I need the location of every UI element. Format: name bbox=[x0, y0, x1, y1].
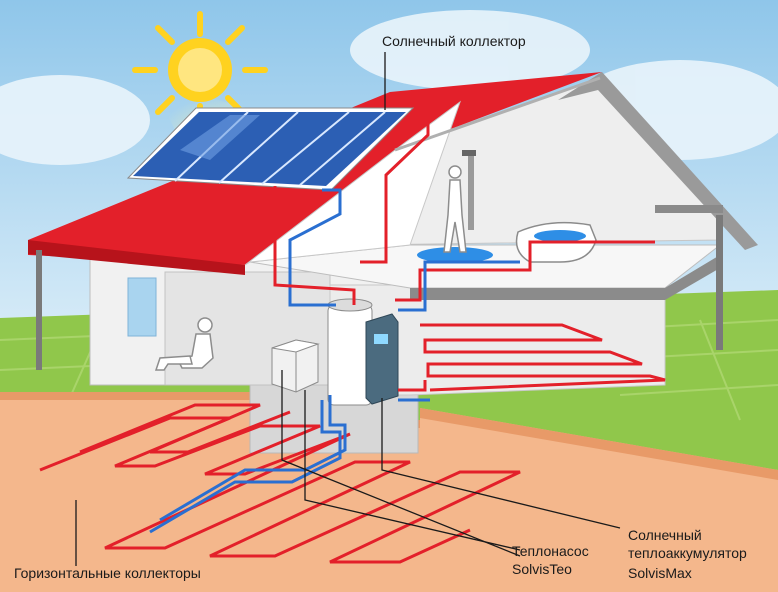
clouds bbox=[0, 10, 778, 165]
solar-collector-panel bbox=[126, 107, 415, 191]
label-solar-collector: Солнечный коллектор bbox=[382, 33, 526, 49]
floor-slab bbox=[410, 255, 720, 300]
right-beam bbox=[655, 205, 723, 213]
ground-collector-loops bbox=[39, 395, 521, 564]
label-storage-line1: Солнечный bbox=[628, 527, 702, 543]
storage-tank bbox=[327, 298, 399, 406]
label-horizontal-collectors: Горизонтальные коллекторы bbox=[14, 565, 201, 581]
showering-person-icon bbox=[443, 165, 467, 253]
floor-heating-loops bbox=[420, 323, 666, 392]
label-heat-pump-line1: Теплонасос bbox=[512, 543, 589, 559]
label-storage-line3: SolvisMax bbox=[628, 565, 692, 581]
roof-underside bbox=[28, 240, 245, 275]
sitting-person-icon bbox=[154, 317, 214, 371]
shower bbox=[417, 150, 493, 263]
window bbox=[127, 277, 157, 337]
label-heat-pump-line2: SolvisTeo bbox=[512, 561, 572, 577]
gable-front bbox=[244, 100, 462, 266]
right-post bbox=[716, 215, 723, 350]
solar-pipes bbox=[273, 116, 655, 402]
label-storage-line2: теплоаккумулятор bbox=[628, 545, 747, 561]
roof-ridge-trim bbox=[394, 76, 601, 152]
heat-pump-unit bbox=[271, 339, 320, 393]
left-post bbox=[36, 250, 42, 370]
leader-lines bbox=[75, 52, 621, 566]
